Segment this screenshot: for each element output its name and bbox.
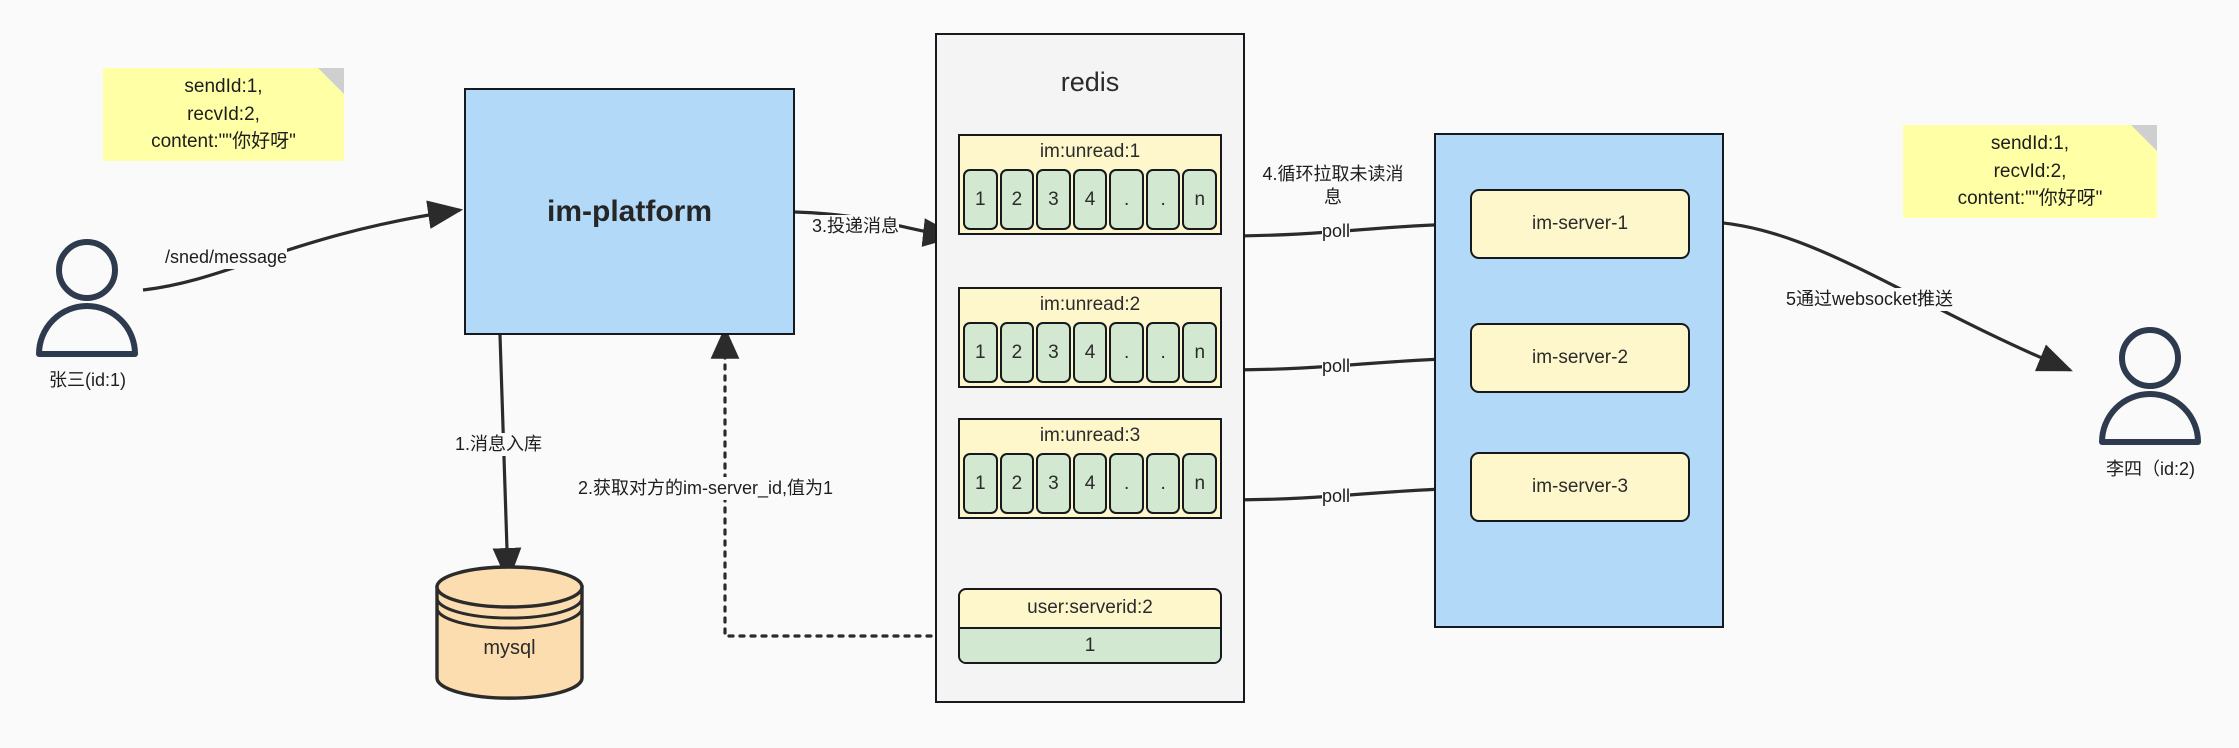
note-right-line-1: sendId:1, [1990, 133, 2070, 155]
list-cell: . [1145, 169, 1181, 230]
im-server-1-label: im-server-1 [1531, 213, 1629, 234]
list-cell: . [1145, 453, 1181, 514]
edge-label-step3: 3.投递消息 [812, 215, 900, 239]
list-cell: n [1182, 453, 1218, 514]
redis-title: redis [1060, 67, 1120, 97]
im-platform-box[interactable]: im-platform [464, 88, 795, 335]
edge-kv-to-platform-dotted [710, 326, 977, 638]
edge-label-step5: 5通过websocket推送 [1786, 288, 1954, 312]
list-cell: 3 [1036, 322, 1071, 383]
list-cell: 4 [1072, 322, 1108, 383]
list-cell: 4 [1072, 169, 1108, 230]
im-server-3-node[interactable]: im-server-3 [1470, 452, 1690, 522]
note-right-line-3: content:""你好呀" [1957, 188, 2103, 210]
redis-kv-key: user:serverid:2 [1027, 597, 1153, 618]
edge-label-poll-1: poll [1322, 220, 1351, 244]
list-cell: 2 [999, 169, 1035, 230]
redis-list-cells: 1 2 3 4 . . n [960, 453, 1220, 517]
redis-list-im-unread-1[interactable]: im:unread:1 1 2 3 4 . . n [958, 134, 1222, 235]
list-cell: 3 [1036, 453, 1071, 514]
redis-list-im-unread-2[interactable]: im:unread:2 1 2 3 4 . . n [958, 287, 1222, 388]
note-fold-icon [318, 68, 344, 94]
note-right-line-2: recvId:2, [1993, 160, 2067, 182]
list-cell: 4 [1072, 453, 1108, 514]
edge-label-poll-3: poll [1322, 485, 1351, 509]
redis-list-key: im:unread:3 [1039, 425, 1141, 446]
redis-list-cells: 1 2 3 4 . . n [960, 169, 1220, 233]
list-cell: 1 [963, 169, 998, 230]
list-cell: n [1182, 322, 1218, 383]
edge-label-step4: 4.循环拉取未读消息 [1258, 163, 1408, 210]
edge-label-send-message: /sned/message [165, 246, 288, 270]
list-cell: 1 [963, 322, 998, 383]
actor-receiver[interactable] [2085, 320, 2215, 450]
edge-label-step2: 2.获取对方的im-server_id,值为1 [578, 477, 834, 501]
list-cell: 2 [999, 322, 1035, 383]
im-server-2-label: im-server-2 [1531, 347, 1629, 368]
list-cell: 3 [1036, 169, 1071, 230]
note-left-line-2: recvId:2, [187, 103, 260, 125]
edge-platform-to-mysql [492, 334, 522, 584]
im-server-2-node[interactable]: im-server-2 [1470, 323, 1690, 393]
list-cell: . [1145, 322, 1181, 383]
actor-sender[interactable] [22, 232, 152, 362]
list-cell: . [1109, 322, 1144, 383]
mysql-database[interactable]: mysql [432, 565, 587, 700]
note-left-line-1: sendId:1, [184, 76, 263, 98]
redis-list-im-unread-3[interactable]: im:unread:3 1 2 3 4 . . n [958, 418, 1222, 519]
im-platform-label: im-platform [547, 194, 712, 228]
database-cylinder-icon [435, 565, 584, 700]
user-icon [2099, 327, 2201, 445]
list-cell: 2 [999, 453, 1035, 514]
redis-kv-user-serverid[interactable]: user:serverid:2 1 [958, 588, 1222, 664]
edge-server1-to-receiver [1687, 220, 2073, 372]
note-left: sendId:1, recvId:2, content:""你好呀" [103, 68, 344, 161]
mysql-label: mysql [483, 637, 536, 659]
redis-list-key: im:unread:2 [1039, 294, 1141, 315]
actor-receiver-label: 李四（id:2) [2105, 459, 2195, 479]
note-right: sendId:1, recvId:2, content:""你好呀" [1903, 125, 2157, 218]
redis-list-key: im:unread:1 [1039, 141, 1141, 162]
user-icon [36, 239, 138, 357]
list-cell: . [1109, 169, 1144, 230]
im-server-3-label: im-server-3 [1531, 476, 1629, 497]
redis-kv-value: 1 [960, 627, 1220, 662]
list-cell: n [1182, 169, 1218, 230]
actor-sender-label: 张三(id:1) [48, 370, 126, 390]
note-fold-icon [2131, 125, 2157, 151]
list-cell: . [1109, 453, 1144, 514]
redis-list-cells: 1 2 3 4 . . n [960, 322, 1220, 386]
edge-label-poll-2: poll [1322, 355, 1351, 379]
im-server-1-node[interactable]: im-server-1 [1470, 189, 1690, 259]
edge-label-step1: 1.消息入库 [455, 433, 543, 457]
list-cell: 1 [963, 453, 998, 514]
note-left-line-3: content:""你好呀" [151, 131, 296, 153]
